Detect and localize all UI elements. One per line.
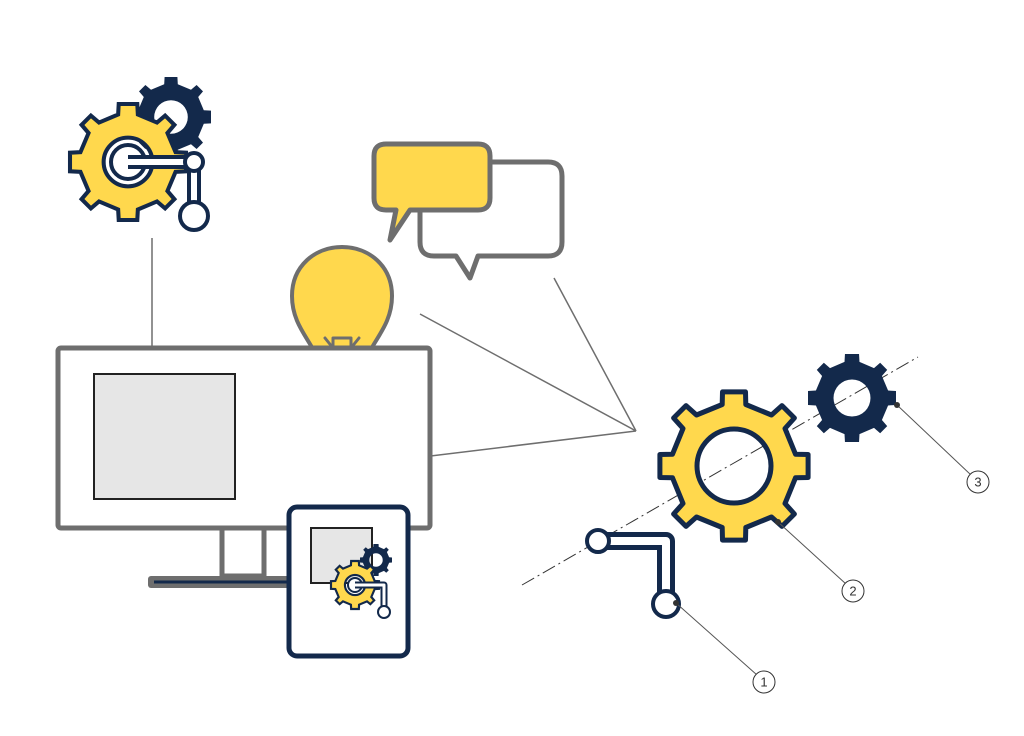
tablet-icon <box>286 504 411 659</box>
gears-with-pipe-icon <box>70 77 211 230</box>
yellow-gear-icon <box>660 392 808 540</box>
navy-gear-icon <box>808 354 896 442</box>
monitor-icon <box>55 345 433 588</box>
speech-bubbles-icon <box>371 141 565 281</box>
callout-3-label: 3 <box>974 475 981 490</box>
pipe-link-icon <box>585 528 681 619</box>
callout-3: 3 <box>966 470 990 494</box>
callout-1-label: 1 <box>760 675 767 690</box>
axis-centerline <box>521 356 919 586</box>
connector-bulb-to-hub <box>419 313 637 432</box>
connector-bubbles-to-hub <box>553 277 637 432</box>
callout-2-label: 2 <box>849 584 856 599</box>
callout-dots <box>673 402 900 606</box>
callout-2: 2 <box>841 579 865 603</box>
callout-leaders <box>675 404 972 676</box>
callout-1: 1 <box>752 670 776 694</box>
monitor-screen <box>93 373 236 500</box>
